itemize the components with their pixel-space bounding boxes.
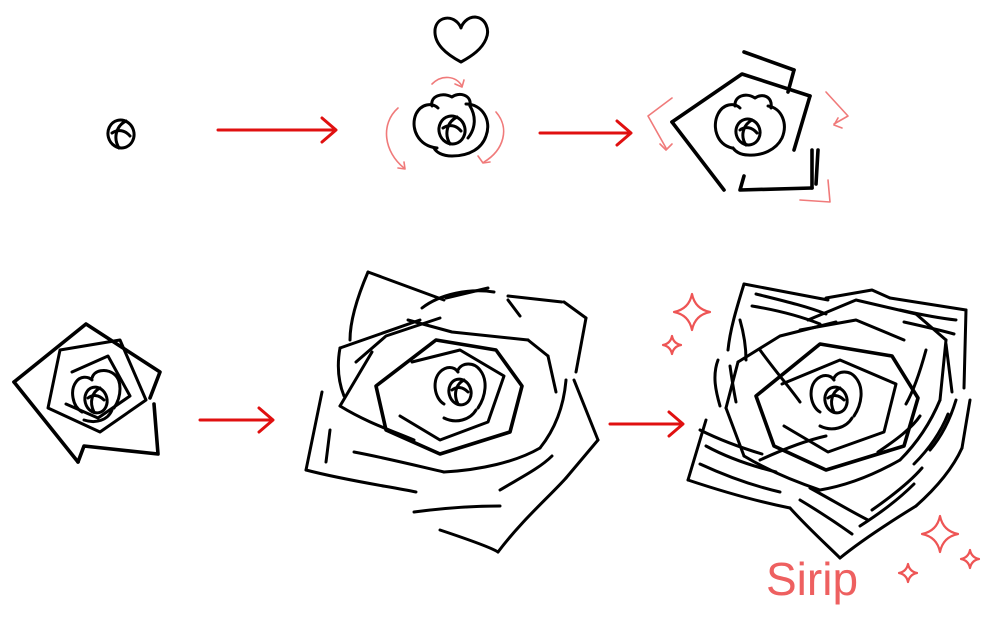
step-5-open-rose [304,270,600,554]
step-2-heart-petals [385,15,505,170]
step-3-angular-petals [647,50,849,203]
sparkle-icon [661,334,683,356]
sparkle-icon [959,548,981,570]
heart-icon [433,15,490,64]
sparkle-icon [672,292,712,332]
step-6-full-rose [661,282,981,584]
arrow-step-2-to-3 [538,119,633,147]
arrow-step-4-to-5 [198,406,275,434]
arrow-step-5-to-6 [608,410,685,438]
arrow-step-1-to-2 [216,116,338,144]
artist-signature: Sirip [766,553,859,605]
sparkle-icon [920,514,960,554]
sparkle-icon [897,562,919,584]
step-4-small-rose [12,322,162,464]
step-1-bud [106,118,136,150]
